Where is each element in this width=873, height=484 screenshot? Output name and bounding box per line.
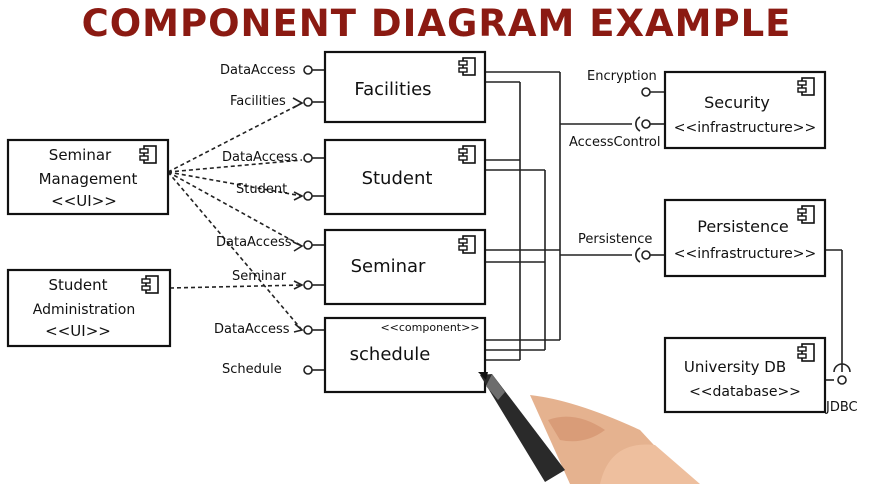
security-stereotype: <<infrastructure>> <box>674 120 816 136</box>
security-line1: Security <box>704 93 770 112</box>
student-administration-line2: Administration <box>33 302 135 318</box>
seminar-management-line2: Management <box>39 170 138 188</box>
component-schedule: <<component>> schedule <box>323 316 487 394</box>
pen-and-hand-illustration <box>478 372 700 484</box>
connector-lines <box>485 71 843 381</box>
student-administration-line1: Student <box>48 276 107 294</box>
port-label-dataaccess-student: DataAccess <box>222 150 298 165</box>
university-db-stereotype: <<database>> <box>689 384 801 400</box>
port-label-dataaccess-schedule: DataAccess <box>214 322 290 337</box>
component-seminar-label: Seminar <box>351 256 426 277</box>
component-persistence: Persistence <<infrastructure>> <box>663 198 827 278</box>
component-seminar-management: Seminar Management <<UI>> <box>6 138 170 216</box>
dependency-arrows <box>167 97 304 333</box>
port-label-accesscontrol: AccessControl <box>569 135 661 150</box>
port-label-seminar: Seminar <box>232 269 287 284</box>
component-student: Student <box>323 138 487 216</box>
seminar-management-line1: Seminar <box>49 146 112 164</box>
component-student-administration: Student Administration <<UI>> <box>6 268 172 348</box>
port-label-dataaccess-facilities: DataAccess <box>220 63 296 78</box>
component-facilities: Facilities <box>323 50 487 124</box>
seminar-management-stereotype: <<UI>> <box>51 192 117 210</box>
component-schedule-stereotype: <<component>> <box>380 321 479 334</box>
provided-interfaces <box>303 65 851 385</box>
persistence-line1: Persistence <box>697 217 789 236</box>
port-label-facilities: Facilities <box>230 94 286 109</box>
port-label-encryption: Encryption <box>587 69 657 84</box>
university-db-line1: University DB <box>684 358 786 376</box>
persistence-stereotype: <<infrastructure>> <box>674 246 816 262</box>
component-university-db: University DB <<database>> <box>663 336 827 414</box>
component-schedule-label: schedule <box>350 344 431 365</box>
port-label-persistence: Persistence <box>578 232 652 247</box>
port-label-dataaccess-seminar: DataAccess <box>216 235 292 250</box>
port-label-schedule: Schedule <box>222 362 282 377</box>
port-label-jdbc: JDBC <box>825 400 858 415</box>
component-security: Security <<infrastructure>> <box>663 70 827 150</box>
component-student-label: Student <box>362 168 433 189</box>
component-facilities-label: Facilities <box>354 79 431 100</box>
student-administration-stereotype: <<UI>> <box>45 322 111 340</box>
diagram-title: COMPONENT DIAGRAM EXAMPLE <box>81 2 792 45</box>
port-label-student: Student <box>236 182 287 197</box>
component-seminar: Seminar <box>323 228 487 306</box>
